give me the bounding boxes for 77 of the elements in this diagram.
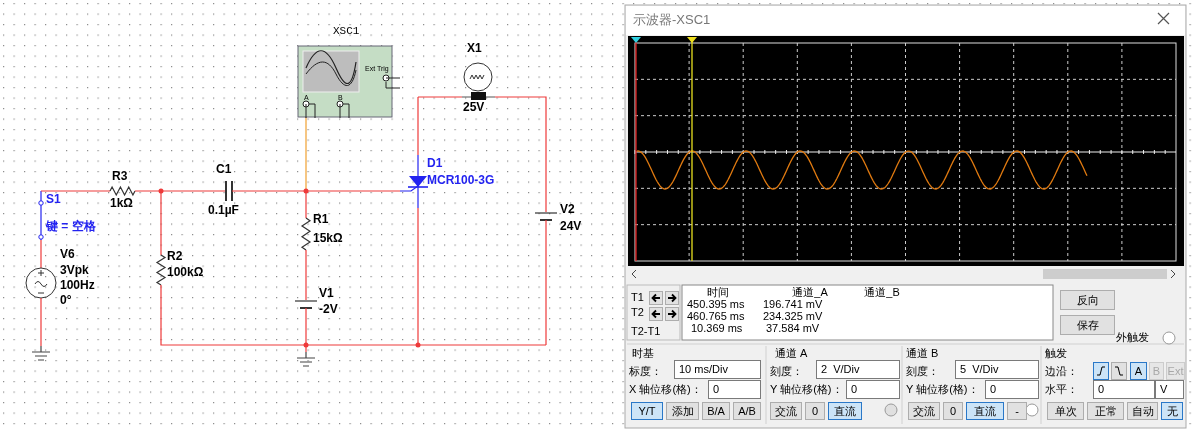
- field-label: 刻度：: [906, 366, 939, 377]
- input-field: 0: [985, 380, 1039, 399]
- mode-button: A/B: [733, 402, 761, 420]
- instrument-label: XSC1: [333, 26, 360, 37]
- field-label: 刻度：: [770, 366, 803, 377]
- component-label: R2: [167, 250, 183, 262]
- trigger-mode-button: 自动: [1127, 402, 1158, 420]
- field-label: 水平：: [1045, 384, 1078, 395]
- component-label: R1: [313, 213, 329, 225]
- readout-value: 10.369 ms: [691, 323, 743, 334]
- component-value: 100kΩ: [167, 266, 204, 278]
- source-button: Ext: [1166, 362, 1185, 380]
- readout-value: 460.765 ms: [687, 311, 745, 322]
- field-label: Y 轴位移(格)：: [770, 384, 843, 395]
- component-value: 15kΩ: [313, 232, 343, 244]
- coupling-button: 直流: [828, 402, 862, 420]
- cursor-label: T1: [631, 292, 644, 303]
- group-title: 时基: [632, 348, 654, 359]
- field-label: X 轴位移(格)：: [629, 384, 702, 395]
- component-label: C1: [216, 163, 232, 175]
- component-value: -2V: [319, 303, 338, 315]
- mode-button: Y/T: [631, 402, 663, 420]
- column-header: 通道_A: [791, 287, 829, 298]
- option-label: 外触发: [1116, 332, 1149, 343]
- coupling-button: 0: [805, 402, 825, 420]
- component-value: 3Vpk: [60, 264, 89, 276]
- readout-value: 450.395 ms: [687, 299, 745, 310]
- switch-key-label: 键 = 空格: [46, 220, 96, 232]
- component-label: V1: [319, 287, 334, 299]
- component-value: 100Hz: [60, 279, 95, 291]
- component-label: D1: [427, 157, 443, 169]
- field-label: 标度：: [629, 366, 662, 377]
- invert-button: 反向: [1060, 290, 1115, 310]
- component-value: MCR100-3G: [427, 174, 495, 186]
- field-label: Y 轴位移(格)：: [906, 384, 979, 395]
- readout-value: 234.325 mV: [763, 311, 823, 322]
- input-field: 2 V/Div: [816, 360, 900, 379]
- input-field: 5 V/Div: [955, 360, 1039, 379]
- readout-value: 37.584 mV: [766, 323, 820, 334]
- component-label: S1: [46, 193, 61, 205]
- trigger-mode-button: 无: [1161, 402, 1183, 420]
- source-button: B: [1149, 362, 1164, 380]
- column-header: 时间: [706, 287, 730, 298]
- coupling-button: 交流: [770, 402, 802, 420]
- window-title: 示波器-XSC1: [633, 13, 711, 26]
- group-title: 触发: [1045, 348, 1067, 359]
- coupling-button: 直流: [966, 402, 1004, 420]
- coupling-button: -: [1007, 402, 1027, 420]
- component-label: R3: [112, 170, 128, 182]
- input-field: 0: [846, 380, 900, 399]
- trigger-mode-button: 正常: [1087, 402, 1124, 420]
- field-label: 边沿：: [1045, 366, 1078, 377]
- component-value: 0.1µF: [208, 204, 239, 216]
- save-button: 保存: [1060, 315, 1115, 335]
- cursor-label: T2: [631, 307, 644, 318]
- trigger-mode-button: 单次: [1047, 402, 1084, 420]
- component-label: V2: [560, 203, 575, 215]
- component-value: 25V: [463, 101, 485, 113]
- mode-button: 添加: [666, 402, 699, 420]
- coupling-button: 交流: [908, 402, 940, 420]
- component-label: V6: [60, 248, 75, 260]
- column-header: 通道_B: [863, 287, 901, 298]
- component-value: 24V: [560, 220, 582, 232]
- component-value: 0°: [60, 294, 72, 306]
- input-field: 0: [1093, 380, 1155, 399]
- component-value: 1kΩ: [110, 197, 133, 209]
- component-label: X1: [467, 42, 482, 54]
- group-title: 通道 B: [906, 348, 939, 359]
- input-field: 0: [708, 380, 761, 399]
- group-title: 通道 A: [775, 348, 808, 359]
- source-button: A: [1130, 362, 1147, 380]
- cursor-label: T2-T1: [631, 326, 661, 337]
- coupling-button: 0: [943, 402, 963, 420]
- readout-value: 196.741 mV: [763, 299, 823, 310]
- input-field: 10 ms/Div: [674, 360, 761, 379]
- mode-button: B/A: [702, 402, 730, 420]
- input-field: V: [1155, 380, 1184, 399]
